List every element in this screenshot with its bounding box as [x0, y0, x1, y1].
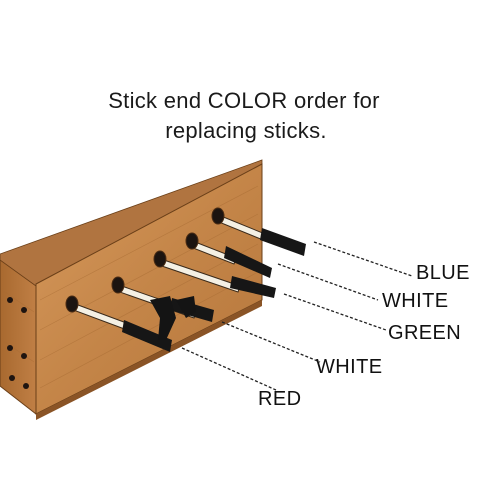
player-figures [150, 296, 196, 340]
label-white-2: WHITE [316, 356, 383, 378]
side-bolt-holes [7, 297, 29, 389]
title-line-2: replacing sticks. [165, 118, 327, 143]
label-white-1: WHITE [382, 290, 449, 312]
title-line-1: Stick end COLOR order for [108, 88, 380, 113]
leader-lines [181, 241, 413, 391]
label-blue: BLUE [416, 262, 470, 284]
cabinet-bottom-edge [36, 300, 262, 420]
rod-holes [65, 207, 225, 313]
label-red: RED [258, 388, 302, 410]
label-green: GREEN [388, 322, 462, 344]
